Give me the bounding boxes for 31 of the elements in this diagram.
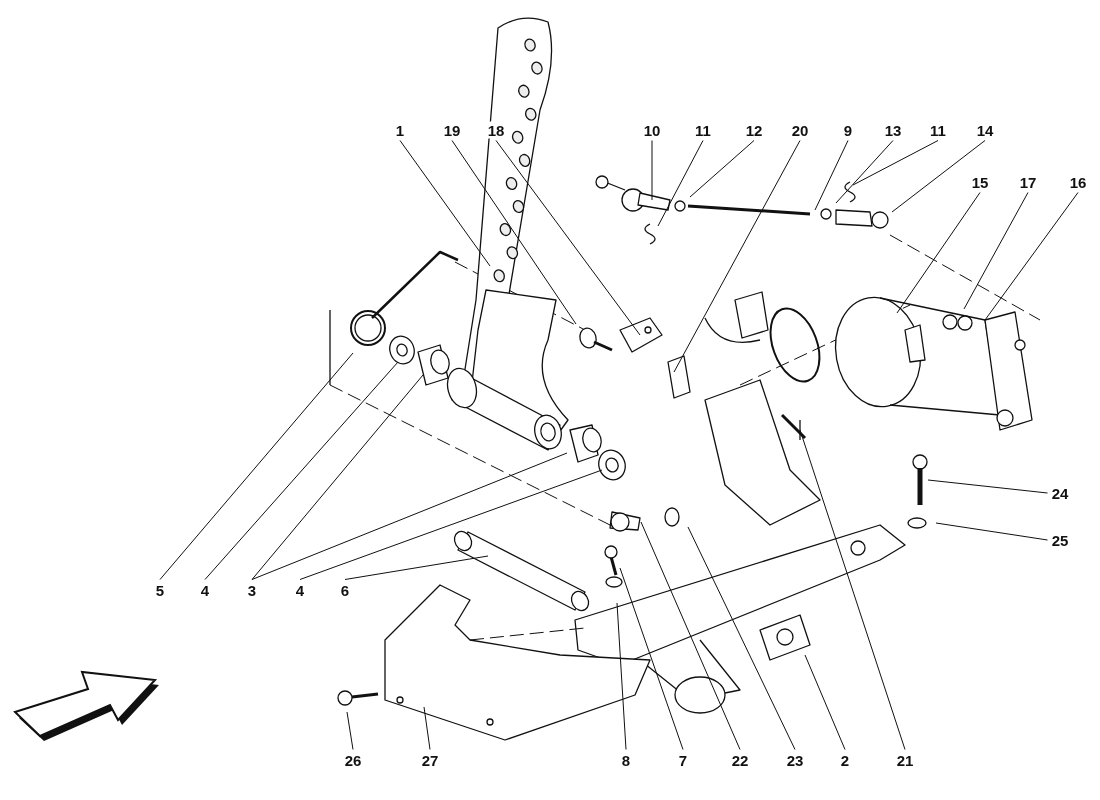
leader-line bbox=[963, 192, 1029, 310]
leader-line bbox=[891, 140, 986, 213]
leader-line bbox=[399, 140, 491, 267]
leader-line bbox=[204, 361, 399, 580]
leader-line bbox=[251, 452, 568, 580]
leader-line bbox=[616, 602, 627, 750]
leader-line bbox=[689, 140, 755, 198]
leader-line bbox=[814, 140, 849, 211]
leader-line bbox=[804, 654, 846, 750]
leader-line bbox=[495, 140, 641, 336]
leader-line bbox=[984, 192, 1079, 321]
leader-line bbox=[673, 140, 801, 373]
leader-line bbox=[299, 469, 603, 580]
leader-line bbox=[935, 522, 1048, 541]
leader-line bbox=[852, 140, 939, 186]
leader-line bbox=[423, 706, 431, 750]
leader-line bbox=[346, 711, 354, 750]
leader-line bbox=[451, 140, 577, 325]
leader-line bbox=[344, 555, 489, 580]
leader-line bbox=[159, 352, 354, 580]
leader-line bbox=[687, 526, 796, 750]
leader-line bbox=[927, 479, 1048, 494]
leader-line bbox=[835, 140, 894, 204]
leader-line bbox=[251, 374, 424, 580]
leader-line bbox=[799, 429, 906, 750]
leader-line bbox=[640, 521, 741, 750]
leader-line bbox=[657, 140, 704, 227]
leader-line bbox=[896, 192, 981, 314]
callout-number: 18 bbox=[486, 121, 506, 139]
leader-line bbox=[619, 567, 684, 750]
leader-line bbox=[651, 140, 653, 201]
